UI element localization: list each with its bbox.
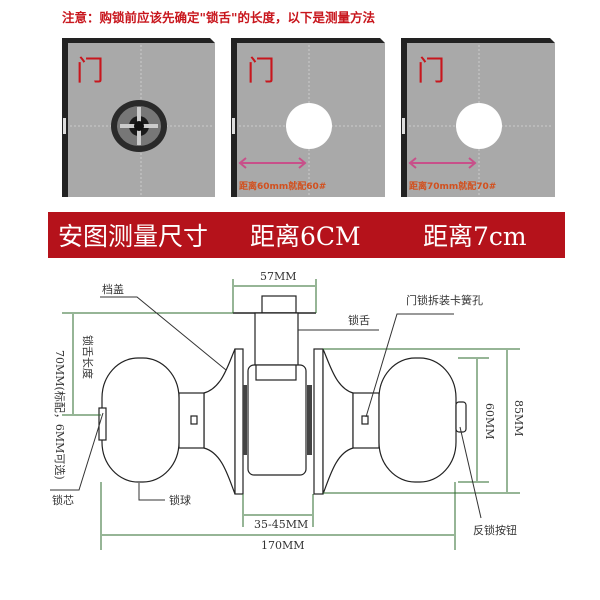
label-bolt: 锁舌: [348, 313, 370, 327]
dim-backset-label: 锁舌长度: [81, 335, 95, 379]
lock-diagram: 57MM 35-45MM 170MM 60MM 85MM 锁舌长度 70MM(标…: [50, 270, 525, 552]
banner-item: 距离7cm: [423, 222, 527, 251]
door-label: 门: [247, 54, 275, 87]
dim-bolt-width: 57MM: [260, 270, 297, 283]
dimension-lines: [62, 279, 520, 550]
banner-item: 安图测量尺寸: [58, 222, 208, 251]
label-knob: 锁球: [169, 493, 191, 507]
hole-circle: [286, 103, 332, 149]
banner-item: 距离6CM: [250, 222, 361, 251]
dim-door-thickness: 35-45MM: [254, 518, 308, 531]
label-cover: 档盖: [102, 282, 124, 296]
leader-lines: [50, 296, 482, 519]
dim-backset: 70MM(标配，6MM可选): [53, 350, 67, 480]
panel-caption: 距离70mm就配70#: [409, 180, 496, 192]
distance-arrow-icon: [238, 157, 307, 169]
distance-arrow-icon: [408, 157, 477, 169]
door-label: 门: [76, 54, 104, 87]
label-lock-button: 反锁按钮: [473, 523, 517, 537]
label-clip-hole: 门锁拆装卡簧孔: [406, 293, 483, 307]
door-panel-1: 门: [62, 38, 215, 197]
red-banner: 安图测量尺寸 距离6CM 距离7cm: [48, 212, 565, 258]
dim-total-length: 170MM: [261, 539, 305, 552]
door-panel-2: 门 距离60mm就配60#: [231, 38, 385, 197]
door-panel-3: 门 距离70mm就配70#: [401, 38, 555, 197]
door-label: 门: [417, 54, 445, 87]
dim-knob-height: 60MM: [483, 403, 496, 440]
hole-circle: [456, 103, 502, 149]
notice-text: 注意：购锁前应该先确定"锁舌"的长度，以下是测量方法: [62, 10, 376, 25]
panel-caption: 距离60mm就配60#: [239, 180, 326, 192]
dim-rose-height: 85MM: [512, 400, 525, 437]
lock-knob-icon: [111, 100, 167, 152]
label-cylinder: 锁芯: [52, 493, 74, 507]
